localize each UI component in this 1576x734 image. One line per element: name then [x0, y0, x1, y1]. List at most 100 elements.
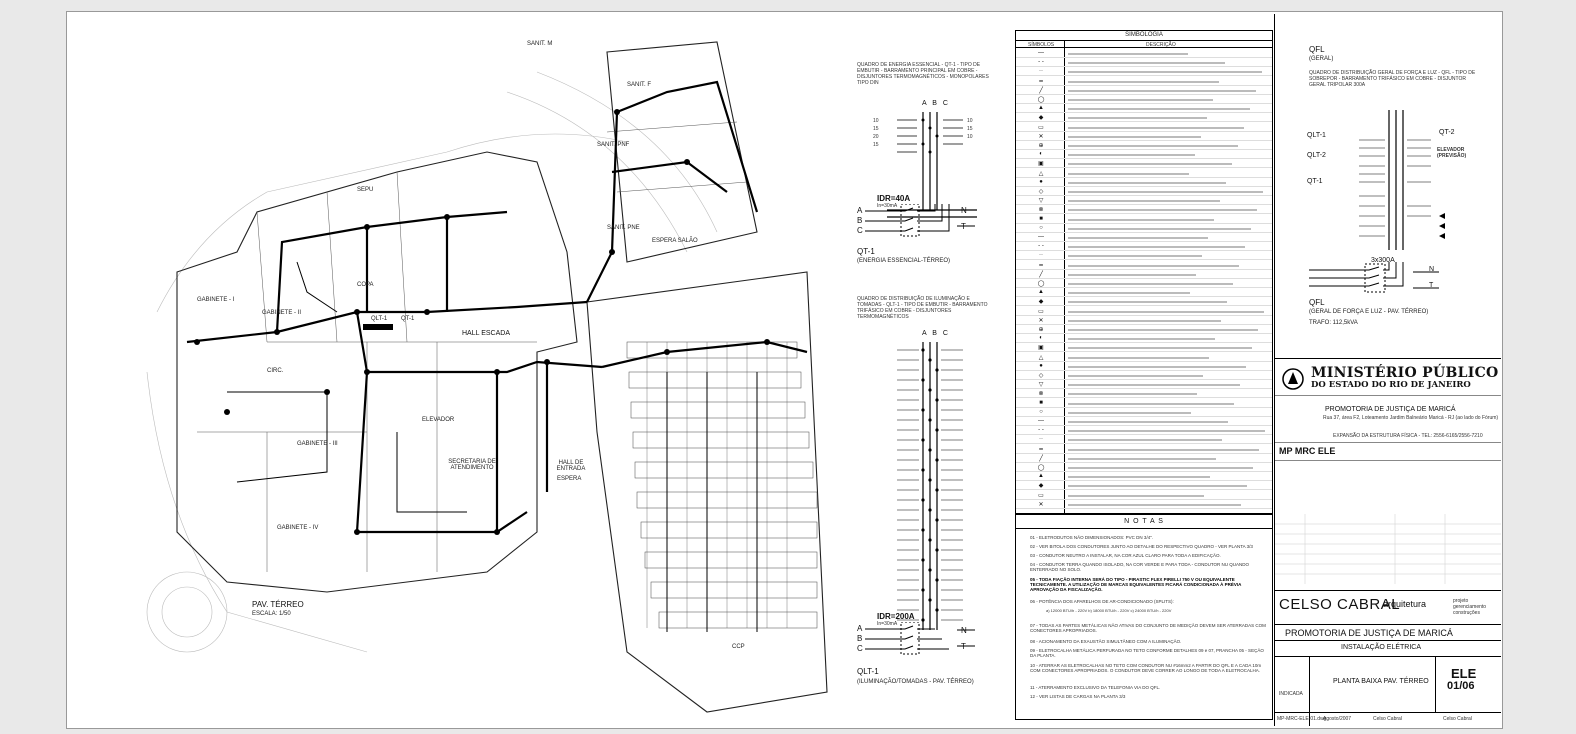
title-block: MINISTÉRIO PÚBLICO DO ESTADO DO RIO DE J… — [1274, 14, 1501, 726]
legend-symbol-icon: ◆ — [1038, 115, 1044, 122]
drawing-title: PLANTA BAIXA PAV. TÉRREO — [1333, 678, 1429, 685]
legend-symbol-icon: ◆ — [1038, 299, 1044, 306]
qfl-neutral: N — [1429, 266, 1435, 273]
room-label: GABINETE - III — [297, 441, 338, 447]
legend-symbol-icon: ╱ — [1039, 87, 1043, 94]
legend-symbol-icon: ⊗ — [1038, 391, 1044, 398]
legend-symbol-icon: ◯ — [1037, 97, 1045, 103]
legend-row: ◯ — [1016, 279, 1272, 288]
legend-row: ◇ — [1016, 187, 1272, 196]
qt1-breaker: IDR=40A — [877, 194, 911, 203]
project-code: MP MRC ELE — [1279, 446, 1336, 456]
plan-title: PAV. TÉRREO — [252, 600, 304, 609]
legend-symbol-icon: ⊗ — [1038, 207, 1044, 214]
legend-symbol-icon: ■ — [1039, 399, 1043, 406]
legend-row: — — [1016, 417, 1272, 426]
plan-scale: ESCALA: 1/50 — [252, 611, 291, 617]
qt1-subtitle: (ENERGIA ESSENCIAL-TÉRREO) — [857, 258, 951, 264]
scale-value: INDICADA — [1279, 691, 1303, 697]
room-label: SANIT. M — [527, 41, 553, 47]
legend-row: - - — [1016, 242, 1272, 252]
legend-row: ▲ — [1016, 288, 1272, 298]
legend-row: ◆ — [1016, 297, 1272, 307]
crest-icon — [1282, 368, 1304, 390]
svg-text:10: 10 — [967, 134, 973, 140]
qt1-phase-c: C — [857, 226, 863, 235]
legend-symbol-icon: ◯ — [1037, 281, 1045, 287]
qlt1-schematic — [897, 342, 963, 630]
svg-text:10: 10 — [967, 118, 973, 124]
legend-symbol-icon: ╱ — [1039, 455, 1043, 462]
legend-row: ━ — [1016, 445, 1272, 454]
qfl-elevator-note: ELEVADOR (PREVISÃO) — [1437, 147, 1467, 159]
note-item: 01 - ELETRODUTOS NÃO DIMENSIONADOS: PVC … — [1030, 535, 1154, 540]
qfl-diagram: QFL (GERAL) QUADRO DE DISTRIBUIÇÃO GERAL… — [1279, 40, 1497, 330]
room-label: QLT-1 — [371, 316, 388, 322]
legend-row: ╱ — [1016, 270, 1272, 279]
qfl-trafo: TRAFO: 112,5kVA — [1309, 320, 1358, 326]
sheet-code: ELE — [1451, 666, 1477, 681]
legend-symbol-icon: ✕ — [1038, 133, 1044, 140]
room-label: SECRETARIA DE ATENDIMENTO — [448, 459, 496, 471]
note-item: 09 - ELETROCALHA METÁLICA PERFURADA NO T… — [1030, 648, 1264, 658]
legend-symbol-icon: ·· — [1039, 252, 1043, 259]
unit-address: Rua 37, área F2, Loteamento Jardim Balne… — [1323, 415, 1499, 421]
note-item: 11 - ATERRAMENTO EXCLUSIVO DA TELEFONIA … — [1030, 685, 1161, 690]
legend-row: ◆ — [1016, 113, 1272, 123]
legend-row: ■ — [1016, 399, 1272, 408]
room-label: QT-1 — [401, 316, 415, 322]
svg-text:20: 20 — [873, 134, 879, 140]
legend-row: ▭ — [1016, 123, 1272, 132]
checker: Celso Cabral — [1443, 716, 1472, 722]
room-label: COPA — [357, 282, 374, 288]
qfl-elevator-feeder: QT-2 — [1439, 129, 1455, 136]
legend-symbol-icon: ▽ — [1038, 382, 1044, 389]
qfl-title: QFL — [1309, 298, 1325, 307]
legend-row: ● — [1016, 362, 1272, 371]
drawing-sheet: SANIT. M SANIT. F SANIT. PNE SANIT. PNF … — [66, 11, 1503, 729]
legend-symbol-icon: - - — [1038, 427, 1044, 434]
legend-row: ╱ — [1016, 454, 1272, 463]
qfl-schematic — [1359, 110, 1445, 250]
designer: Celso Cabral — [1373, 716, 1402, 722]
qfl-main-breaker: 3x300A — [1371, 257, 1395, 264]
qt1-breaker-sub: In=30mA — [877, 203, 898, 209]
legend-symbol-icon: ▭ — [1038, 492, 1044, 499]
legend-row: ▭ — [1016, 307, 1272, 316]
room-label: GABINETE - II — [262, 310, 302, 316]
legend-row: ▲ — [1016, 104, 1272, 114]
note-item: 08 - ACIONAMENTO DA EXAUSTÃO SIMULTÂNEO … — [1030, 639, 1182, 644]
legend-row: ━ — [1016, 77, 1272, 86]
legend-symbol-icon: ● — [1039, 178, 1043, 185]
legend-row: ✕ — [1016, 316, 1272, 325]
qfl-subtitle-top: (GERAL) — [1309, 56, 1334, 62]
notes-panel: N O T A S 01 - ELETRODUTOS NÃO DIMENSION… — [1015, 514, 1273, 720]
legend-row: ● — [1016, 178, 1272, 187]
qlt1-phases: A B C — [922, 330, 950, 337]
svg-text:10: 10 — [873, 118, 879, 124]
legend-row: ⊗ — [1016, 205, 1272, 215]
legend-row: ⊕ — [1016, 325, 1272, 334]
legend-symbol-icon: ▭ — [1038, 124, 1044, 131]
legend-row: △ — [1016, 353, 1272, 362]
legend-symbol-icon: ◇ — [1038, 373, 1044, 379]
project-note: EXPANSÃO DA ESTRUTURA FÍSICA - TEL: 2556… — [1333, 433, 1483, 439]
room-label: CCP — [732, 644, 745, 650]
org-name: MINISTÉRIO PÚBLICO — [1311, 365, 1499, 381]
note-item: 03 - CONDUTOR NEUTRO A INSTALAR, NA COR … — [1030, 553, 1221, 558]
legend-row: ▽ — [1016, 380, 1272, 390]
qfl-feeder: QLT-2 — [1307, 152, 1326, 159]
qfl-feeder: QT-1 — [1307, 178, 1323, 185]
discipline: INSTALAÇÃO ELÉTRICA — [1341, 644, 1422, 651]
note-item: 06 - POTÊNCIA DOS APARELHOS DE AR-CONDIC… — [1030, 599, 1174, 604]
svg-text:15: 15 — [967, 126, 973, 132]
legend-row: ⊗ — [1016, 389, 1272, 399]
legend-symbol-icon: ✕ — [1038, 317, 1044, 324]
svg-text:15: 15 — [873, 142, 879, 148]
legend-symbol-icon: ·· — [1039, 436, 1043, 443]
legend-table: SIMBOLOGIA SÍMBOLOS DESCRIÇÃO —- -··━╱◯▲… — [1015, 30, 1273, 514]
legend-symbol-icon: ○ — [1039, 224, 1043, 231]
legend-symbol-icon: ▲ — [1038, 105, 1044, 112]
note-item: 10 - ATERRAR AS ELETROCALHAS NO TETO COM… — [1030, 663, 1262, 673]
legend-symbol-icon: ━ — [1039, 446, 1043, 453]
